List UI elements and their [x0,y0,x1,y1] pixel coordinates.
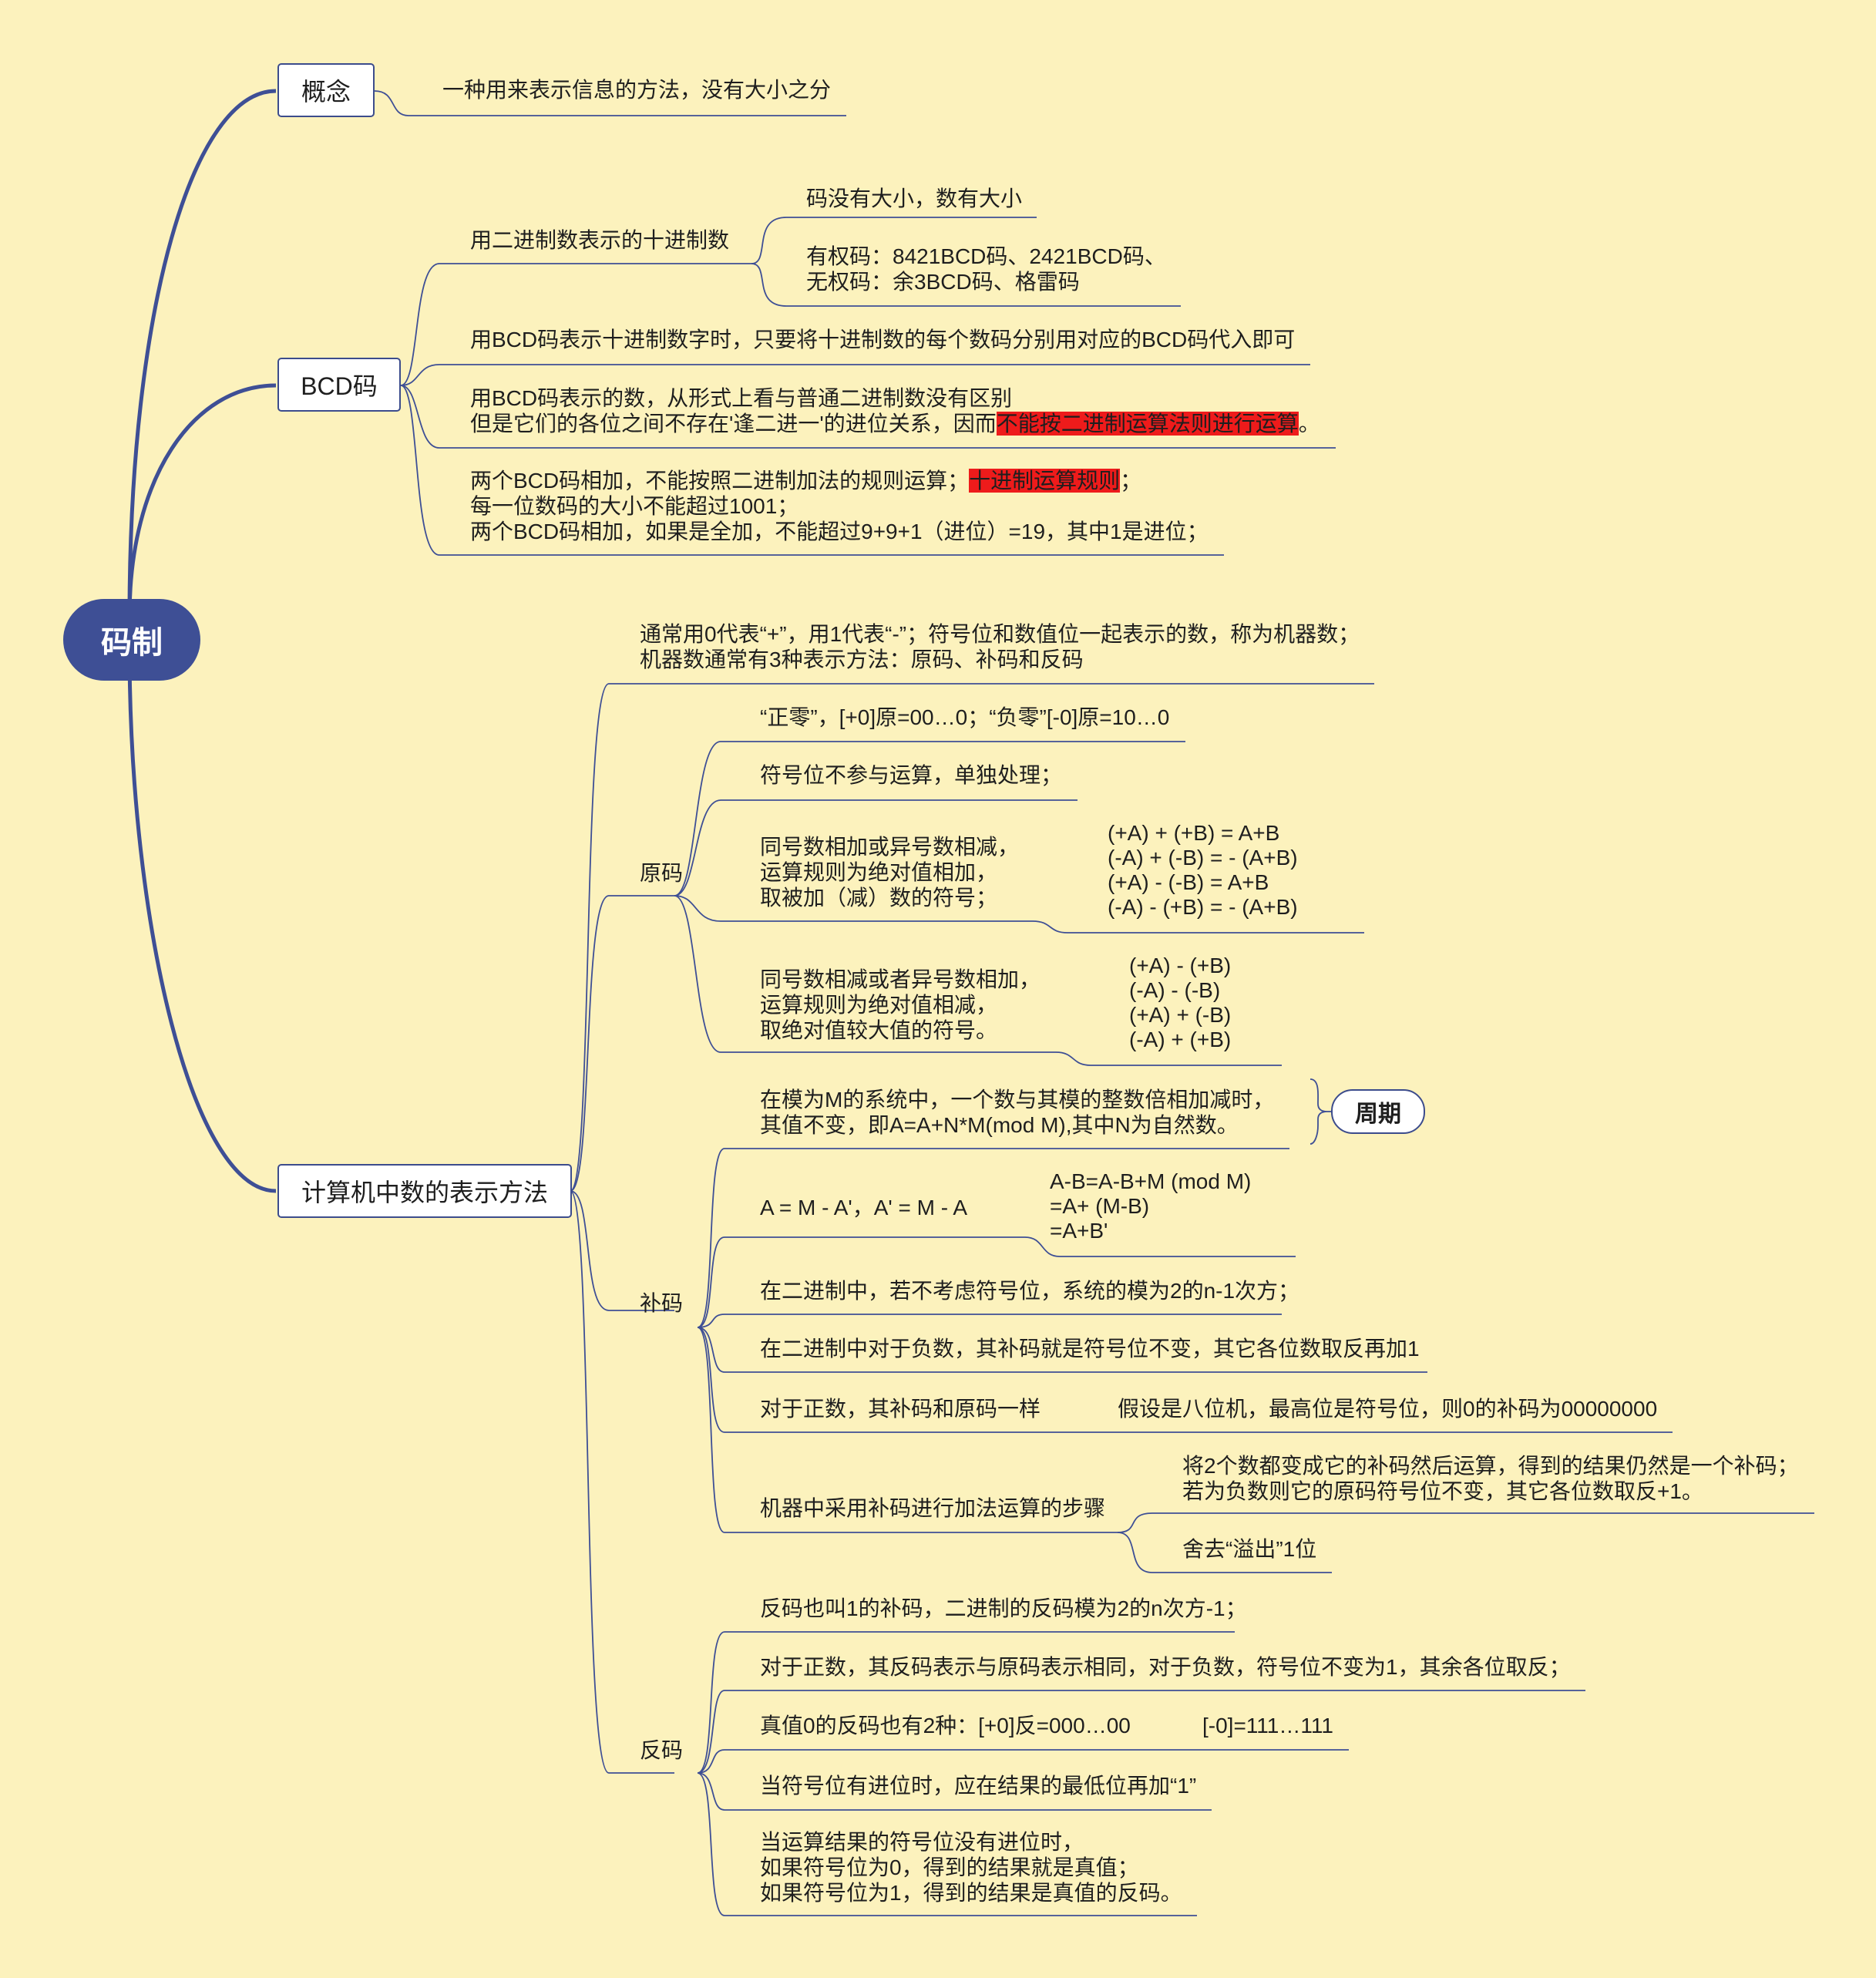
buma-steps: 机器中采用补码进行加法运算的步骤 [760,1496,1106,1520]
yuanma-sign: 符号位不参与运算，单独处理； [760,763,1063,787]
buma-binary-mod: 在二进制中，若不考虑符号位，系统的模为2的n-1次方； [760,1279,1300,1303]
yuanma-same-add: 同号数相加或异号数相减， 运算规则为绝对值相加， 取被加（减）数的符号； [760,835,1020,910]
bcd-form: 用BCD码表示的数，从形式上看与普通二进制数没有区别 但是它们的各位之间不存在'… [470,386,1320,436]
buma-label: 补码 [640,1291,684,1315]
yuanma-same-sub-formulas: (+A) - (+B) (-A) - (-B) (+A) + (-B) (-A)… [1129,954,1232,1051]
period-tag[interactable]: 周期 [1331,1089,1425,1134]
root-node[interactable]: 码制 [63,599,200,681]
yuanma-zero: “正零”，[+0]原=00…0；“负零”[-0]原=10…0 [760,705,1170,729]
fanma-carry: 当符号位有进位时，应在结果的最低位再加“1” [760,1774,1197,1798]
computer-intro: 通常用0代表“+”，用1代表“-”；符号位和数值位一起表示的数，称为机器数； 机… [640,622,1360,671]
fanma-label: 反码 [640,1738,684,1762]
fanma-nocarry: 当运算结果的符号位没有进位时， 如果符号位为0，得到的结果就是真值； 如果符号位… [760,1830,1182,1905]
concept-text: 一种用来表示信息的方法，没有大小之分 [442,78,832,102]
branch-concept [127,89,277,617]
highlight-decimal-rule: 十进制运算规则 [969,469,1121,493]
branch-bcd [127,383,277,617]
bcd-code-vs-number: 码没有大小，数有大小 [806,187,1023,210]
buma-mod: 在模为M的系统中，一个数与其模的整数倍相加减时， 其值不变，即A=A+N*M(m… [760,1088,1275,1137]
bcd-binary-decimal: 用二进制数表示的十进制数 [470,228,730,252]
buma-steps-items: 将2个数都变成它的补码然后运算，得到的结果仍然是一个补码； 若为负数则它的原码符… [1182,1454,1799,1503]
bcd-addition: 两个BCD码相加，不能按照二进制加法的规则运算；十进制运算规则； 每一位数码的大… [470,469,1209,543]
buma-positive-note: 假设是八位机，最高位是符号位，则0的补码为00000000 [1118,1397,1658,1421]
fanma-zero-positive: 真值0的反码也有2种：[+0]反=000…00 [760,1714,1131,1737]
buma-negative: 在二进制中对于负数，其补码就是符号位不变，其它各位数取反再加1 [760,1337,1420,1361]
fanma-def: 反码也叫1的补码，二进制的反码模为2的n次方-1； [760,1596,1247,1620]
bcd-weighted-codes: 有权码：8421BCD码、2421BCD码、 无权码：余3BCD码、格雷码 [806,244,1166,294]
bcd-usage: 用BCD码表示十进制数字时，只要将十进制数的每个数码分别用对应的BCD码代入即可 [470,328,1296,352]
buma-positive: 对于正数，其补码和原码一样 [760,1397,1041,1421]
yuanma-same-add-formulas: (+A) + (+B) = A+B (-A) + (-B) = - (A+B) … [1108,821,1298,919]
topic-computer[interactable]: 计算机中数的表示方法 [277,1164,572,1218]
highlight-no-binary-rule: 不能按二进制运算法则进行运算 [996,412,1299,436]
yuanma-label: 原码 [640,861,684,885]
fanma-rule: 对于正数，其反码表示与原码表示相同，对于负数，符号位不变为1，其余各位取反； [760,1655,1571,1679]
buma-complement: A = M - A'，A' = M - A [760,1196,967,1219]
fanma-zero-negative: [-0]=111…111 [1202,1714,1333,1737]
root-label: 码制 [101,626,163,660]
topic-bcd[interactable]: BCD码 [277,358,401,412]
yuanma-same-sub: 同号数相减或者异号数相加， 运算规则为绝对值相减， 取绝对值较大值的符号。 [760,967,1041,1042]
buma-overflow: 舍去“溢出”1位 [1182,1537,1317,1561]
buma-complement-formulas: A-B=A-B+M (mod M) =A+ (M-B) =A+B' [1050,1169,1252,1243]
period-brace [1310,1078,1328,1145]
topic-concept[interactable]: 概念 [277,63,375,117]
branch-computer [127,647,277,1193]
